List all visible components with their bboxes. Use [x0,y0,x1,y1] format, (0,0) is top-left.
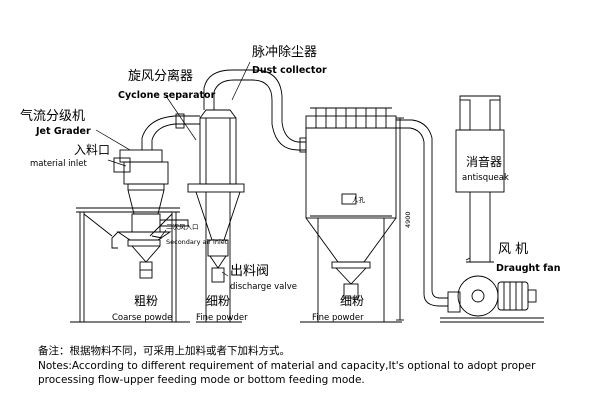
support-frame [70,207,190,323]
cyclone-separator [175,109,245,323]
discharge-valve-label-en: discharge valve [230,282,297,292]
fine-powder-label-cn-1: 细粉 [206,294,230,308]
note-chinese: 备注：根据物料不同，可采用上加料或者下加料方式。 [38,345,290,357]
height-dimension-label: 4900 [404,211,412,228]
cyclone-label-en: Cyclone separator [118,90,216,101]
fine-powder-label-en-2: Fine powder [312,313,364,323]
note-english-line-1: Notes:According to different requirement… [38,360,536,372]
fan-label-cn: 风 机 [498,242,528,257]
antisqueak [455,95,505,263]
secondary-air-label-cn: 二次风入口 [166,222,199,231]
jet-grader-label-en: Jet Grader [35,126,91,137]
antisqueak-label-cn: 消音器 [466,154,502,169]
material-inlet-label-en: material inlet [30,159,88,169]
pulse-dust-collector [299,107,402,323]
cyclone-label-cn: 旋风分离器 [128,68,193,84]
height-dimension [396,117,404,321]
fan-label-en: Draught fan [496,263,561,274]
diagram-labels: 脉冲除尘器 Dust collector 旋风分离器 Cyclone separ… [20,45,561,323]
coarse-powder-label-en: Coarse powde [112,313,172,323]
duct-cyclone-to-collector [203,69,306,151]
fine-powder-label-cn-2: 细粉 [340,294,364,308]
duct-collector-to-muffler [396,119,448,307]
dust-collector-label-cn: 脉冲除尘器 [252,45,317,60]
secondary-air-label-en: Secondary air inlet [166,238,228,246]
fine-powder-label-en-1: Fine powder [196,313,248,323]
discharge-valve-label-cn: 出料阀 [230,264,269,279]
jet-grader [111,115,200,279]
material-inlet-label-cn: 入料口 [74,143,110,157]
dust-collector-label-en: Dust collector [252,65,327,76]
jet-grader-label-cn: 气流分级机 [20,108,85,124]
note-english-line-2: processing flow-upper feeding mode or bo… [38,374,365,386]
antisqueak-label-en: antisqueak [462,173,509,183]
leader-lines [95,61,471,277]
draught-fan [440,275,544,323]
small-inlet-label: 人孔 [352,196,366,204]
coarse-powder-label-cn: 粗粉 [134,294,158,308]
pulse-valves [310,107,392,128]
